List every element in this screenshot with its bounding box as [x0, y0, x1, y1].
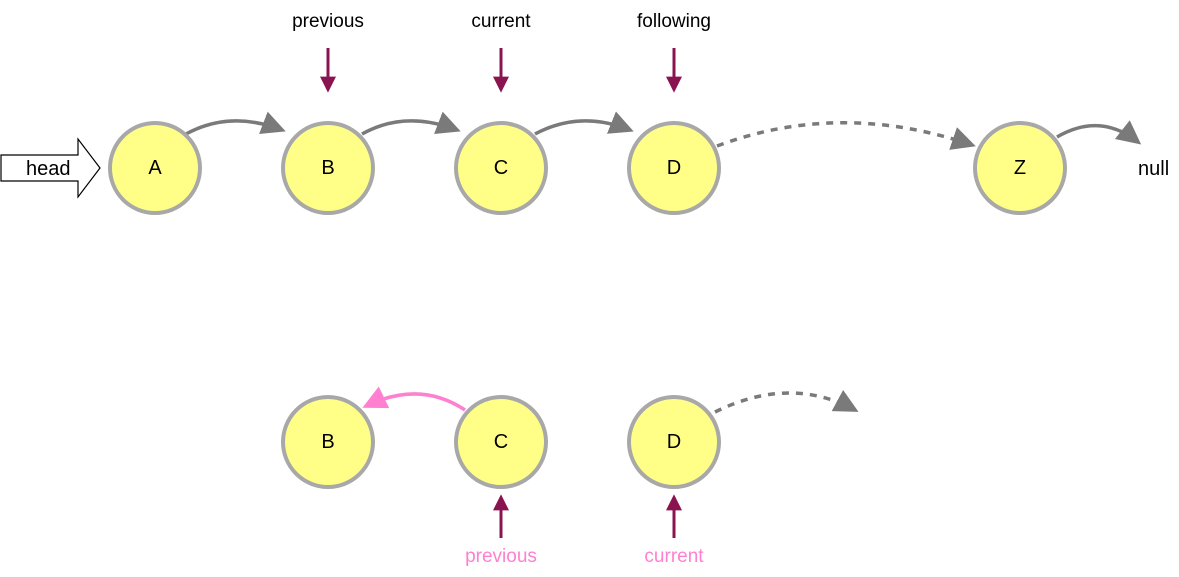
- top-pointer-previous: previous: [292, 11, 364, 93]
- edge-b-to-c: [361, 111, 461, 136]
- top-node-c: C: [454, 121, 548, 215]
- top-pointer-previous-label: previous: [292, 11, 364, 32]
- bottom-pointer-current-label: current: [644, 546, 704, 567]
- edge-c-to-d: [534, 111, 634, 136]
- edge-d-to-z-dashed: [716, 121, 976, 150]
- top-node-a: A: [108, 121, 202, 215]
- edge-c-to-b-reversed: [362, 386, 466, 412]
- bottom-pointer-current: current: [644, 494, 704, 567]
- bottom-node-c: C: [454, 395, 548, 489]
- top-node-b: B: [281, 121, 375, 215]
- top-pointer-current-label: current: [471, 11, 531, 32]
- top-node-c-label: C: [494, 157, 508, 179]
- head-pointer: head: [0, 137, 101, 199]
- edge-z-to-null: [1056, 120, 1142, 145]
- top-pointer-following-label: following: [637, 11, 711, 32]
- edge-a-to-b: [185, 111, 286, 136]
- bottom-node-c-label: C: [494, 431, 508, 453]
- null-label: null: [1138, 158, 1169, 180]
- bottom-node-b: B: [281, 395, 375, 489]
- top-node-d: D: [627, 121, 721, 215]
- bottom-node-b-label: B: [321, 431, 334, 453]
- bottom-pointer-previous: previous: [465, 494, 537, 567]
- edge-d-outgoing-dashed: [714, 389, 859, 414]
- top-node-z: Z: [973, 121, 1067, 215]
- top-node-a-label: A: [148, 157, 162, 179]
- top-node-z-label: Z: [1014, 157, 1026, 179]
- top-node-b-label: B: [321, 157, 334, 179]
- top-node-d-label: D: [667, 157, 681, 179]
- bottom-pointer-previous-label: previous: [465, 546, 537, 567]
- head-arrow-shape: [0, 137, 101, 199]
- head-label: head: [26, 158, 71, 180]
- top-pointer-following: following: [637, 11, 711, 93]
- bottom-node-d-label: D: [667, 431, 681, 453]
- top-pointer-current: current: [471, 11, 531, 93]
- bottom-node-d: D: [627, 395, 721, 489]
